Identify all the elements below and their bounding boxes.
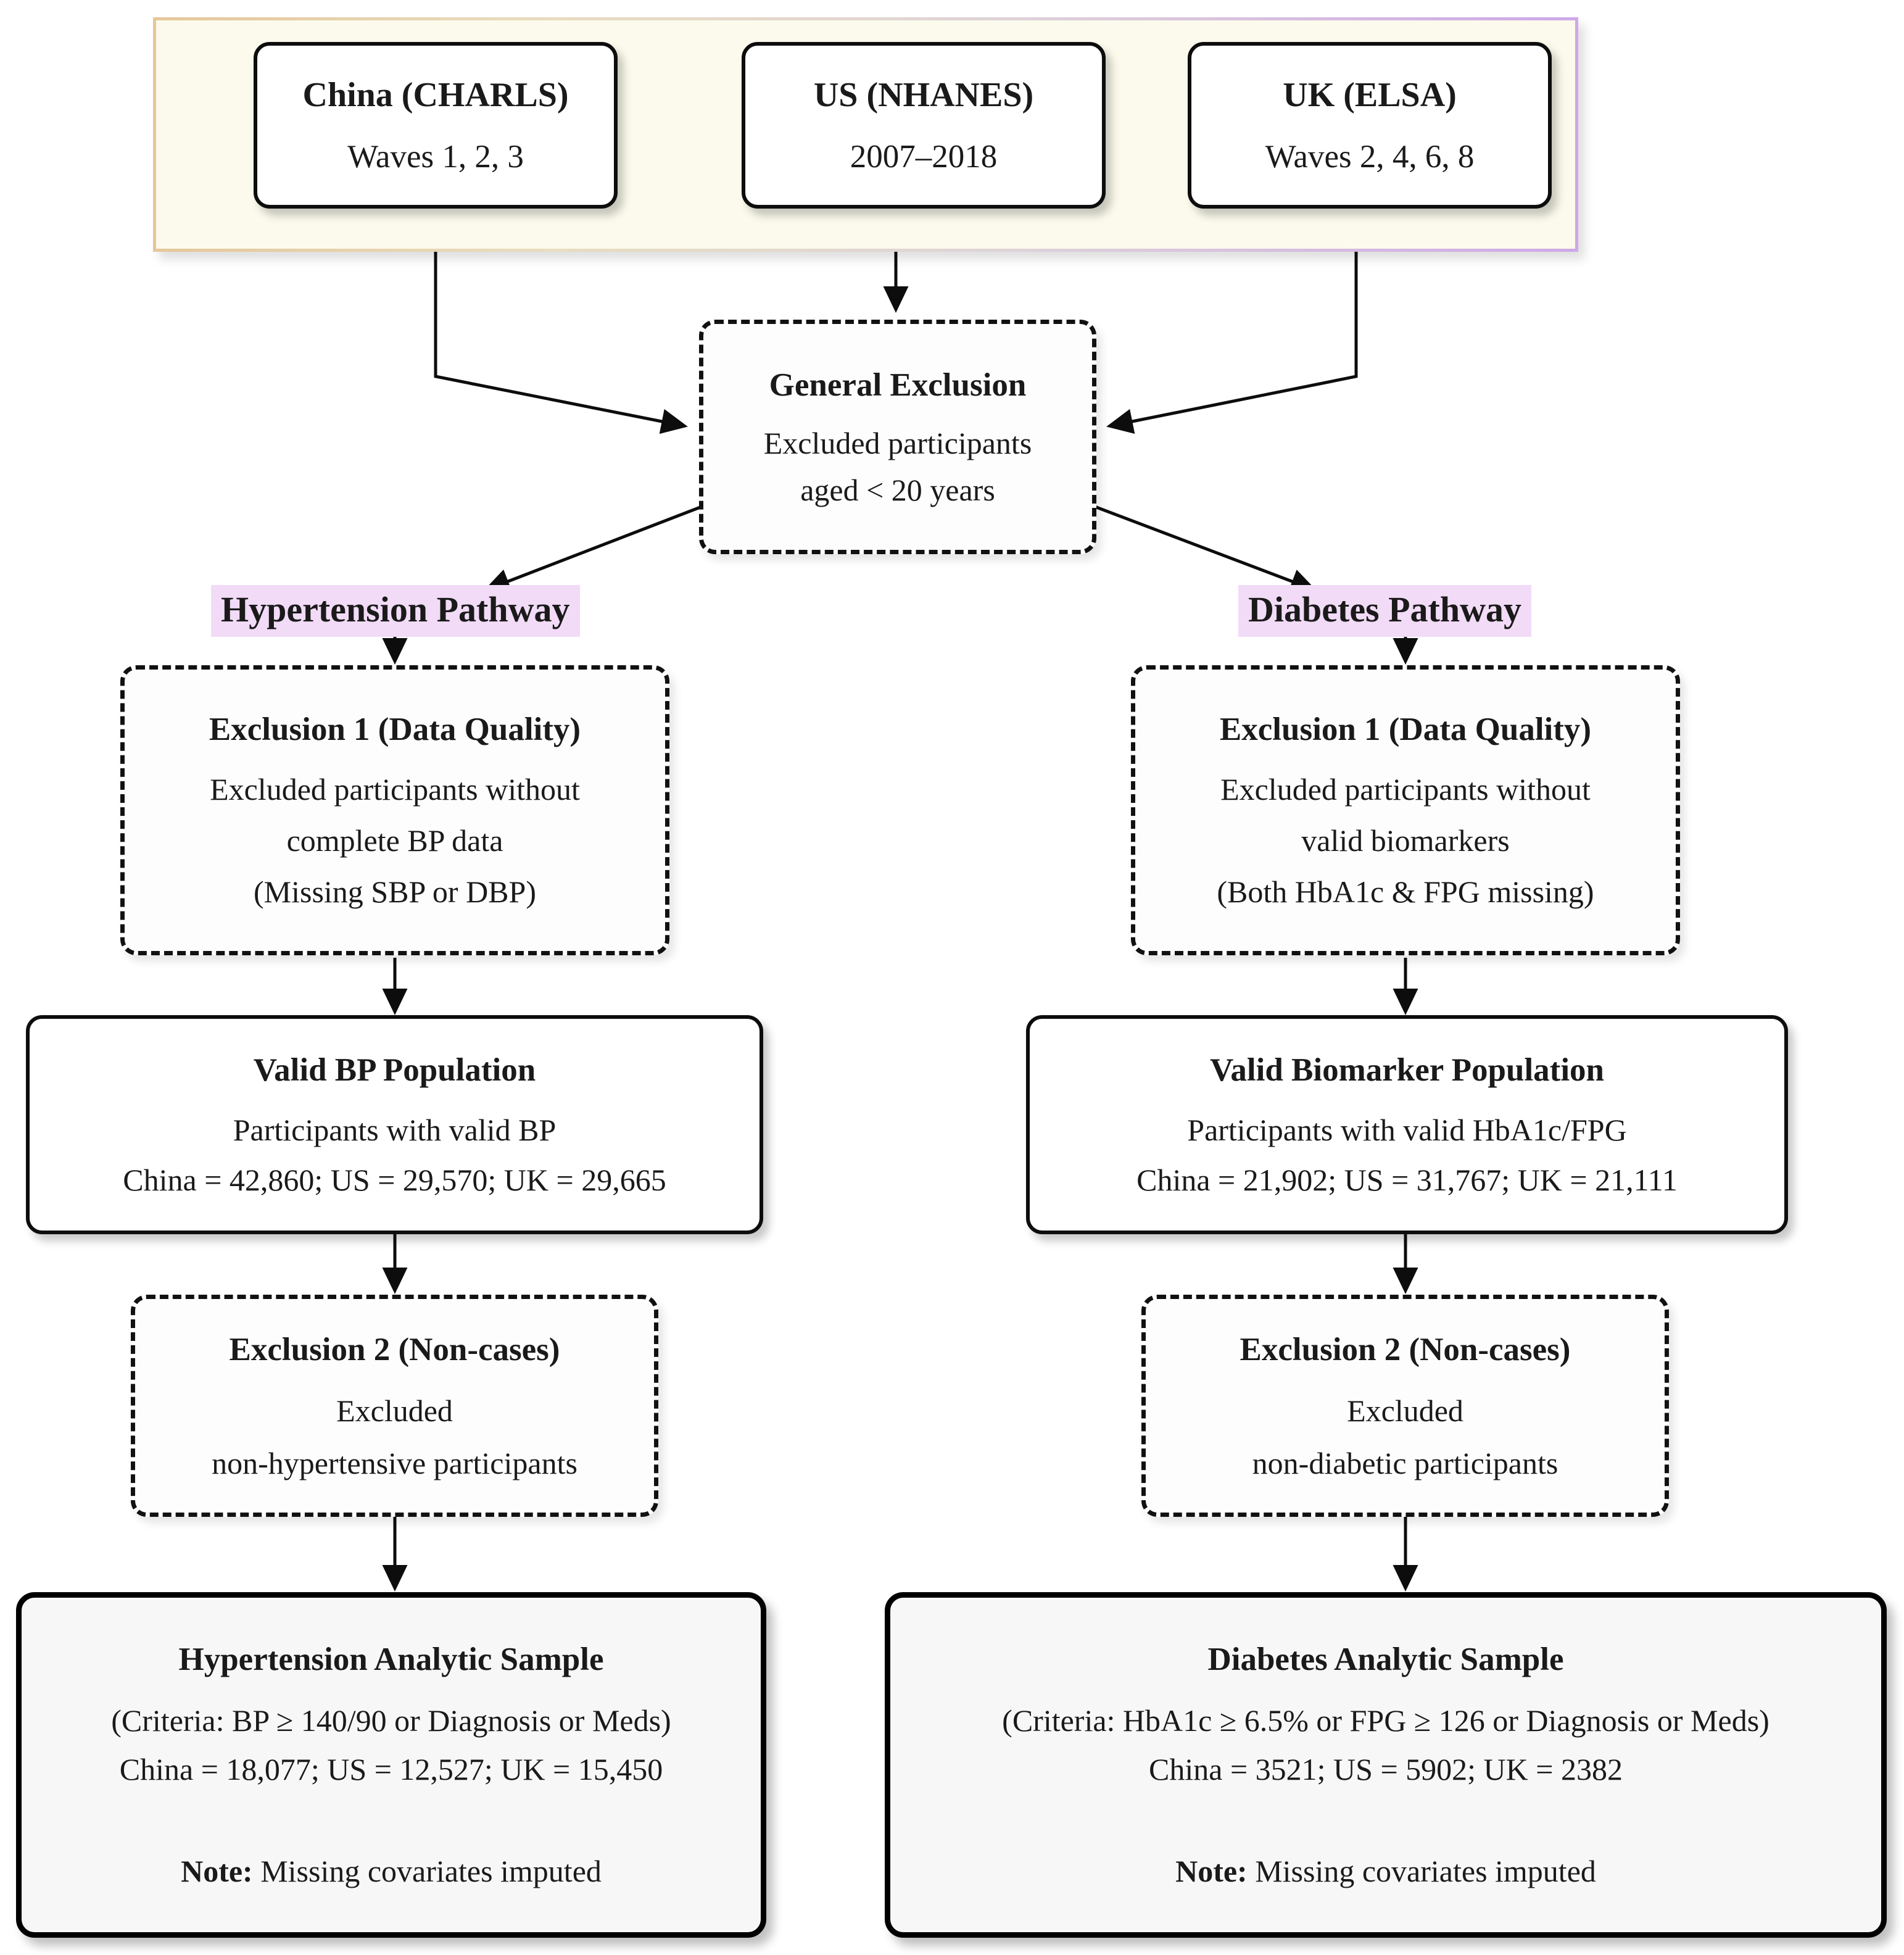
hypertension-exclusion1-line2: complete BP data bbox=[286, 823, 503, 858]
general-exclusion-line2: aged < 20 years bbox=[800, 473, 995, 508]
diabetes-exclusion1-box[interactable]: Exclusion 1 (Data Quality) Excluded part… bbox=[1131, 665, 1680, 955]
source-china-waves: Waves 1, 2, 3 bbox=[347, 138, 524, 175]
diabetes-valid-population-line1: Participants with valid HbA1c/FPG bbox=[1187, 1113, 1627, 1148]
source-uk-waves: Waves 2, 4, 6, 8 bbox=[1265, 138, 1475, 175]
diabetes-valid-population-counts: China = 21,902; US = 31,767; UK = 21,111 bbox=[1136, 1163, 1678, 1198]
hypertension-exclusion2-line2: non-hypertensive participants bbox=[212, 1446, 577, 1481]
diabetes-exclusion1-line2: valid biomarkers bbox=[1301, 823, 1510, 858]
general-exclusion-line1: Excluded participants bbox=[763, 426, 1032, 461]
hypertension-analytic-sample-box[interactable]: Hypertension Analytic Sample (Criteria: … bbox=[16, 1592, 766, 1938]
source-uk-title: UK (ELSA) bbox=[1283, 75, 1457, 114]
source-us-title: US (NHANES) bbox=[813, 75, 1034, 114]
edge-uk-to-general bbox=[1106, 247, 1358, 434]
edge-general-to-diabetes bbox=[1093, 504, 1317, 594]
hypertension-exclusion1-title: Exclusion 1 (Data Quality) bbox=[209, 711, 581, 747]
hypertension-note-label: Note: bbox=[181, 1854, 253, 1889]
diabetes-exclusion2-line2: non-diabetic participants bbox=[1252, 1446, 1558, 1481]
hypertension-exclusion1-line1: Excluded participants without bbox=[210, 772, 580, 807]
hypertension-valid-population-box[interactable]: Valid BP Population Participants with va… bbox=[26, 1015, 763, 1234]
hypertension-exclusion2-line1: Excluded bbox=[336, 1393, 453, 1429]
diabetes-exclusion2-line1: Excluded bbox=[1347, 1393, 1463, 1429]
source-box-china[interactable]: China (CHARLS) Waves 1, 2, 3 bbox=[254, 42, 618, 209]
diabetes-analytic-sample-note: Note: Missing covariates imputed bbox=[903, 1847, 1869, 1896]
diabetes-valid-population-box[interactable]: Valid Biomarker Population Participants … bbox=[1026, 1015, 1788, 1234]
pathway-label-hypertension: Hypertension Pathway bbox=[211, 585, 580, 637]
hypertension-note-text: Missing covariates imputed bbox=[252, 1854, 602, 1889]
diabetes-analytic-sample-title: Diabetes Analytic Sample bbox=[1207, 1641, 1564, 1677]
diabetes-note-label: Note: bbox=[1175, 1854, 1248, 1889]
source-us-years: 2007–2018 bbox=[850, 138, 998, 175]
hypertension-analytic-sample-title: Hypertension Analytic Sample bbox=[178, 1641, 604, 1677]
source-china-title: China (CHARLS) bbox=[302, 75, 569, 114]
diabetes-note-text: Missing covariates imputed bbox=[1247, 1854, 1596, 1889]
pathway-label-diabetes: Diabetes Pathway bbox=[1238, 585, 1532, 637]
hypertension-valid-population-line1: Participants with valid BP bbox=[233, 1113, 557, 1148]
hypertension-exclusion1-line3: (Missing SBP or DBP) bbox=[254, 874, 536, 910]
hypertension-analytic-sample-note: Note: Missing covariates imputed bbox=[34, 1847, 748, 1896]
hypertension-exclusion1-box[interactable]: Exclusion 1 (Data Quality) Excluded part… bbox=[120, 665, 669, 955]
source-box-uk[interactable]: UK (ELSA) Waves 2, 4, 6, 8 bbox=[1188, 42, 1552, 209]
diabetes-exclusion1-line1: Excluded participants without bbox=[1220, 772, 1591, 807]
hypertension-analytic-sample-counts: China = 18,077; US = 12,527; UK = 15,450 bbox=[119, 1752, 663, 1787]
diabetes-analytic-sample-criteria: (Criteria: HbA1c ≥ 6.5% or FPG ≥ 126 or … bbox=[1002, 1703, 1769, 1738]
hypertension-valid-population-counts: China = 42,860; US = 29,570; UK = 29,665 bbox=[123, 1163, 666, 1198]
hypertension-exclusion2-title: Exclusion 2 (Non-cases) bbox=[229, 1331, 560, 1368]
diabetes-exclusion1-line3: (Both HbA1c & FPG missing) bbox=[1217, 874, 1594, 910]
diabetes-exclusion1-title: Exclusion 1 (Data Quality) bbox=[1219, 711, 1592, 747]
edge-china-to-general bbox=[434, 247, 688, 434]
diabetes-valid-population-title: Valid Biomarker Population bbox=[1209, 1052, 1605, 1088]
hypertension-exclusion2-box[interactable]: Exclusion 2 (Non-cases) Excluded non-hyp… bbox=[131, 1295, 658, 1517]
general-exclusion-title: General Exclusion bbox=[769, 367, 1027, 403]
diabetes-exclusion2-box[interactable]: Exclusion 2 (Non-cases) Excluded non-dia… bbox=[1141, 1295, 1669, 1517]
diabetes-analytic-sample-counts: China = 3521; US = 5902; UK = 2382 bbox=[1149, 1752, 1623, 1787]
source-box-us[interactable]: US (NHANES) 2007–2018 bbox=[742, 42, 1106, 209]
hypertension-analytic-sample-criteria: (Criteria: BP ≥ 140/90 or Diagnosis or M… bbox=[111, 1703, 671, 1738]
edge-general-to-hypertension bbox=[483, 504, 704, 594]
diabetes-exclusion2-title: Exclusion 2 (Non-cases) bbox=[1240, 1331, 1571, 1368]
general-exclusion-box[interactable]: General Exclusion Excluded participants … bbox=[699, 320, 1096, 554]
diabetes-analytic-sample-box[interactable]: Diabetes Analytic Sample (Criteria: HbA1… bbox=[885, 1592, 1887, 1938]
hypertension-valid-population-title: Valid BP Population bbox=[253, 1052, 536, 1088]
